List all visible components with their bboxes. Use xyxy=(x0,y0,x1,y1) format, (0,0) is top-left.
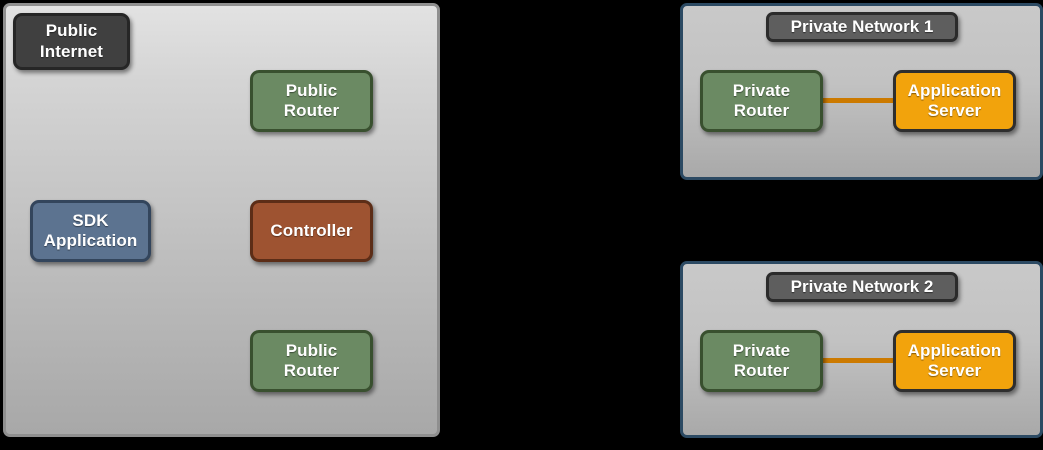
node-public-router-bottom-label-1: Public xyxy=(285,340,338,360)
node-public-router-bottom[interactable]: Public Router xyxy=(250,330,373,392)
node-controller-label-1: Controller xyxy=(270,220,353,240)
private-network-2-title: Private Network 2 xyxy=(766,272,958,302)
private-network-2-router-label-2: Router xyxy=(733,361,790,380)
node-public-internet-label-1: Public xyxy=(45,21,98,41)
private-network-1-title: Private Network 1 xyxy=(766,12,958,42)
private-network-1-router-label-1: Private xyxy=(732,80,791,100)
private-network-1-app-server[interactable]: Application Server xyxy=(893,70,1016,132)
node-controller[interactable]: Controller xyxy=(250,200,373,262)
private-network-1-link xyxy=(818,98,898,103)
private-network-1-title-label: Private Network 1 xyxy=(790,17,934,36)
node-public-router-bottom-label-2: Router xyxy=(283,361,340,380)
private-network-1-router[interactable]: Private Router xyxy=(700,70,823,132)
node-public-router-top-label-2: Router xyxy=(283,101,340,120)
node-public-router-top[interactable]: Public Router xyxy=(250,70,373,132)
private-network-1-router-label-2: Router xyxy=(733,101,790,120)
private-network-1-app-server-label-2: Server xyxy=(927,101,982,120)
node-sdk-application-label-1: SDK xyxy=(72,210,109,230)
private-network-2-app-server[interactable]: Application Server xyxy=(893,330,1016,392)
private-network-2-link xyxy=(818,358,898,363)
private-network-2-title-label: Private Network 2 xyxy=(790,277,934,296)
private-network-2-router[interactable]: Private Router xyxy=(700,330,823,392)
private-network-1-app-server-label-1: Application xyxy=(907,80,1002,100)
private-network-2-app-server-label-1: Application xyxy=(907,340,1002,360)
private-network-2-router-label-1: Private xyxy=(732,340,791,360)
node-public-internet[interactable]: Public Internet xyxy=(13,13,130,70)
private-network-2-app-server-label-2: Server xyxy=(927,361,982,380)
node-public-internet-label-2: Internet xyxy=(39,41,104,61)
node-public-router-top-label-1: Public xyxy=(285,80,338,100)
node-sdk-application-label-2: Application xyxy=(43,231,138,250)
node-sdk-application[interactable]: SDK Application xyxy=(30,200,151,262)
